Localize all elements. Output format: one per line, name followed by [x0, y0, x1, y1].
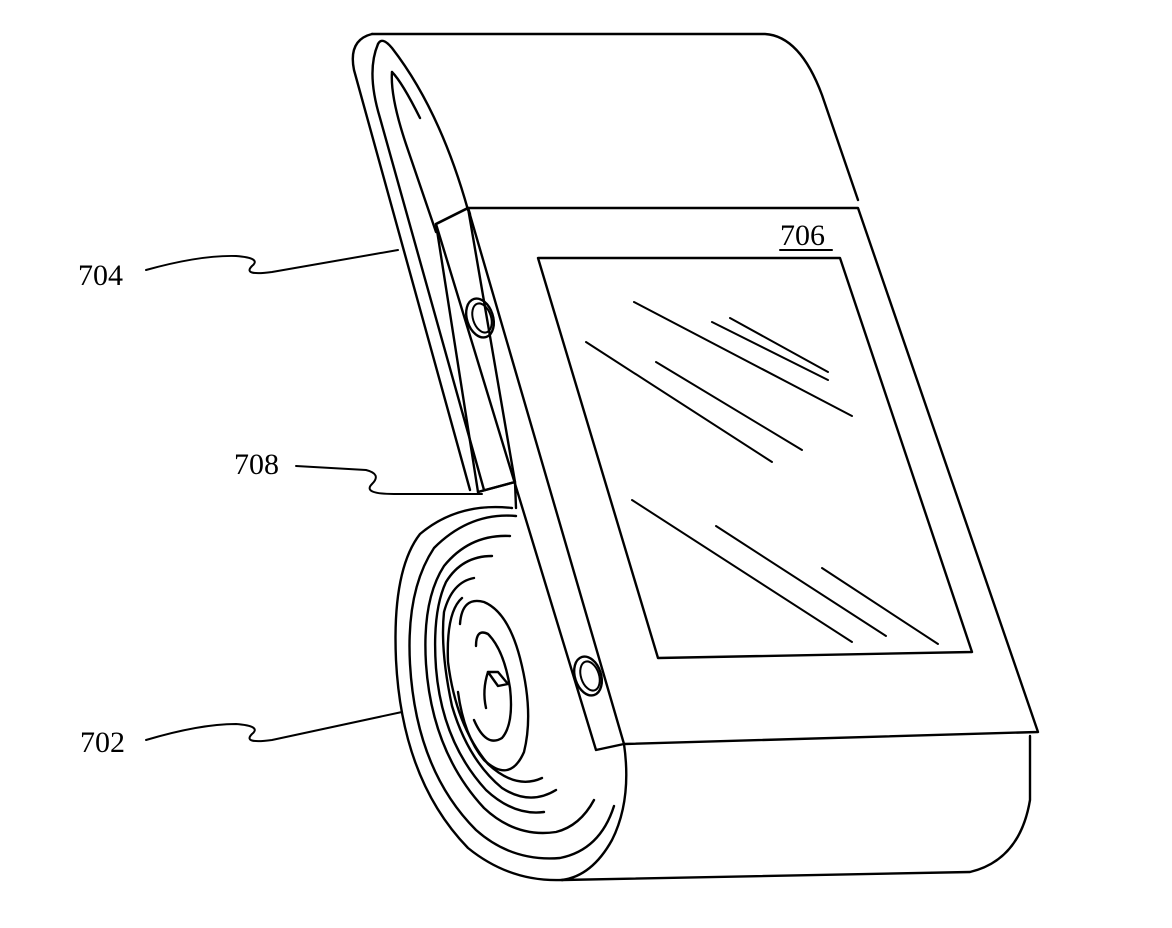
label-708: 708	[234, 448, 279, 481]
label-704: 704	[78, 259, 123, 292]
leader-lines	[145, 249, 483, 743]
display-module	[434, 206, 1040, 752]
upper-band	[351, 32, 860, 492]
rolled-band	[394, 505, 1032, 882]
leader-708	[295, 465, 483, 495]
upper-button	[464, 297, 496, 339]
lower-button	[572, 655, 604, 697]
leader-702	[145, 711, 403, 743]
leader-704	[145, 249, 399, 275]
label-706: 706	[780, 219, 825, 252]
label-702: 702	[80, 726, 125, 759]
